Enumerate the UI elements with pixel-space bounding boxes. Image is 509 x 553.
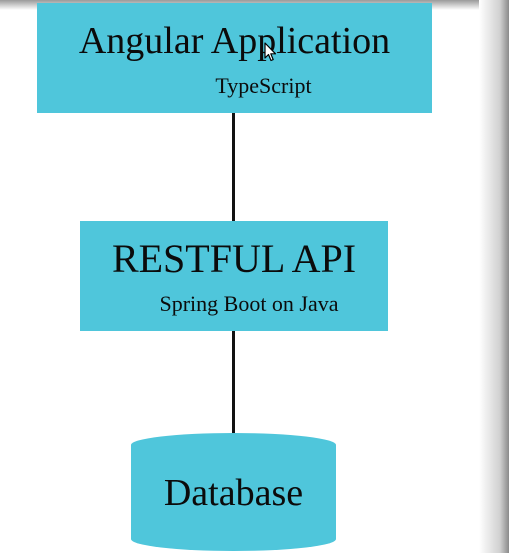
connector-angular-to-api (232, 113, 235, 221)
database-node: Database (131, 433, 336, 551)
database-cylinder-icon (131, 433, 336, 551)
right-edge-shadow (479, 0, 509, 553)
angular-application-title: Angular Application (78, 20, 391, 62)
restful-api-node: RESTFUL API Spring Boot on Java (80, 221, 388, 331)
angular-application-node: Angular Application TypeScript (37, 3, 432, 113)
database-label: Database (163, 472, 304, 514)
angular-application-subtitle: TypeScript (215, 73, 312, 98)
mouse-pointer-icon (264, 42, 276, 62)
restful-api-title: RESTFUL API (111, 236, 357, 281)
restful-api-subtitle: Spring Boot on Java (159, 291, 339, 316)
connector-api-to-database (232, 331, 235, 438)
